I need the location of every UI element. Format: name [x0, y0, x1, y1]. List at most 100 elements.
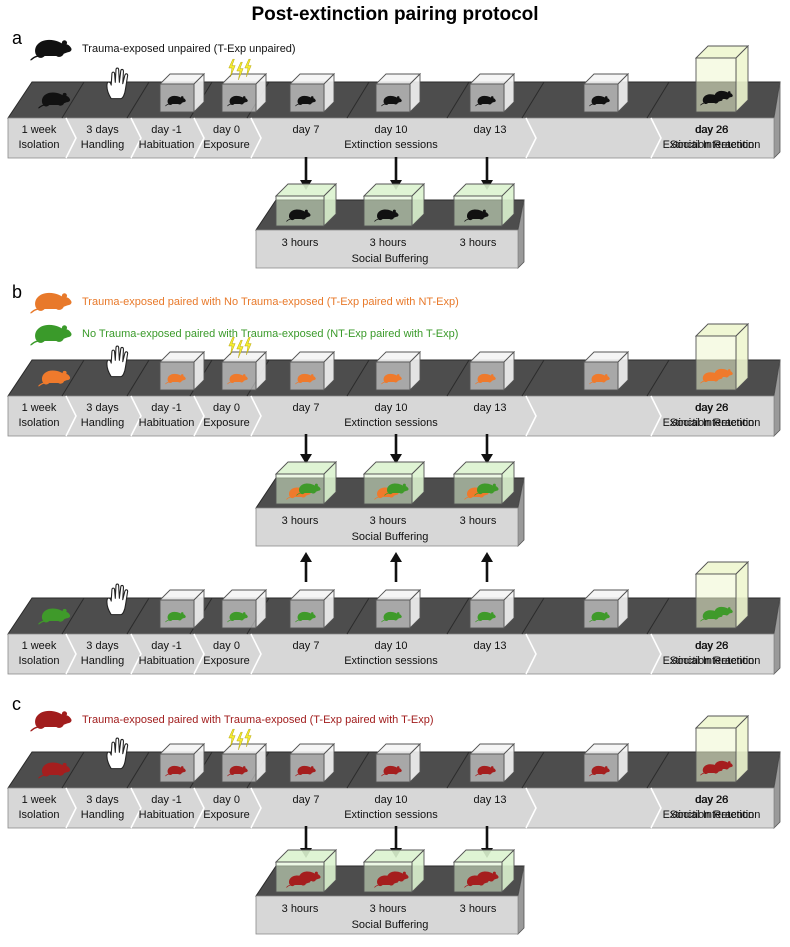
stage-label: day 28	[695, 124, 728, 136]
stage-chevron	[193, 395, 205, 437]
track-divider	[61, 359, 85, 397]
stage-label: Social Interaction	[670, 417, 754, 429]
stage-label: Habituation	[139, 417, 195, 429]
track-divider	[126, 751, 150, 789]
arrow-head	[481, 552, 493, 562]
track-divider	[646, 359, 670, 397]
stage-label: day 28	[695, 640, 728, 652]
habituation-box	[158, 72, 206, 114]
stage-label: Handling	[81, 809, 124, 821]
habituation-box	[158, 588, 206, 630]
stage-label: day 13	[473, 640, 506, 652]
habituation-box	[158, 742, 206, 784]
stage-label: day -1	[151, 640, 182, 652]
stage-label: 1 week	[22, 124, 57, 136]
stage-chevron	[193, 117, 205, 159]
figure-title: Post-extinction pairing protocol	[251, 4, 538, 25]
panel-b-legend: Trauma-exposed paired with No Trauma-exp…	[30, 292, 459, 346]
track-divider	[521, 359, 545, 397]
stage-label: day -1	[151, 124, 182, 136]
stage-chevron	[65, 633, 77, 675]
stage-label: day 0	[213, 794, 240, 806]
exposure-box	[220, 742, 268, 784]
buffer-hours-label: 3 hours	[282, 237, 319, 249]
stage-chevron	[130, 633, 142, 675]
stage-label: Habituation	[139, 809, 195, 821]
stage-label: day 10	[374, 402, 407, 414]
stage-label: day 0	[213, 640, 240, 652]
stage-label: 3 days	[86, 124, 119, 136]
exposure-box	[220, 350, 268, 392]
buffer-name-label: Social Buffering	[352, 253, 429, 265]
panel-c-letter: c	[12, 694, 21, 714]
legend-text: Trauma-exposed unpaired (T-Exp unpaired)	[82, 43, 296, 55]
buffer-hours-label: 3 hours	[460, 515, 497, 527]
track-divider	[346, 597, 370, 635]
stage-label: Extinction sessions	[344, 139, 438, 151]
legend-rat-icon	[30, 710, 72, 732]
panel-c-legend: Trauma-exposed paired with Trauma-expose…	[30, 710, 434, 732]
stage-chevron	[130, 117, 142, 159]
stage-label: day 26	[695, 640, 728, 652]
stage-chevron	[130, 787, 142, 829]
stage-label: Social Interaction	[670, 655, 754, 667]
social-interaction-box	[694, 322, 750, 392]
habituation-box	[158, 350, 206, 392]
handling-hand-icon	[106, 67, 129, 100]
track-divider	[126, 359, 150, 397]
stage-chevron	[250, 787, 262, 829]
stage-label: day 26	[695, 402, 728, 414]
stage-label: 3 days	[86, 794, 119, 806]
stage-label: 1 week	[22, 640, 57, 652]
legend-rat-icon	[30, 324, 72, 346]
buffer-front	[255, 507, 519, 547]
stage-label: day 13	[473, 794, 506, 806]
stage-chevron	[250, 117, 262, 159]
stage-chevron	[650, 395, 662, 437]
legend-rat-icon	[30, 292, 72, 314]
track-divider	[446, 597, 470, 635]
stage-label: day 7	[293, 402, 320, 414]
buffer-hours-label: 3 hours	[460, 903, 497, 915]
panel-a-letter: a	[12, 28, 23, 48]
stage-label: Extinction sessions	[344, 417, 438, 429]
track-divider	[61, 751, 85, 789]
track-divider	[521, 81, 545, 119]
stage-label: day 10	[374, 124, 407, 136]
stage-label: 3 days	[86, 640, 119, 652]
stage-label: Extinction Retention	[663, 139, 761, 151]
stage-label: Handling	[81, 139, 124, 151]
track-divider	[346, 359, 370, 397]
buffer-front	[255, 229, 519, 269]
stage-label: Extinction Retention	[663, 655, 761, 667]
day13-box	[468, 72, 516, 114]
handling-hand-icon	[106, 583, 129, 616]
stage-chevron	[65, 395, 77, 437]
stage-label: Isolation	[19, 809, 60, 821]
day13-box	[468, 350, 516, 392]
stage-label: Extinction Retention	[663, 809, 761, 821]
panel-c: c Trauma-exposed paired with Trauma-expo…	[7, 694, 781, 935]
arrow-head	[300, 552, 312, 562]
cage-side	[735, 714, 749, 784]
stage-chevron	[65, 117, 77, 159]
track-divider	[61, 597, 85, 635]
buffer-name-label: Social Buffering	[352, 919, 429, 931]
track-divider	[346, 751, 370, 789]
track-divider	[646, 597, 670, 635]
legend-text: Trauma-exposed paired with Trauma-expose…	[82, 714, 434, 726]
exposure-box	[220, 72, 268, 114]
panel-a: a Trauma-exposed unpaired (T-Exp unpaire…	[7, 28, 781, 269]
cage-front	[375, 83, 411, 113]
buffer-front	[255, 895, 519, 935]
track-divider	[521, 751, 545, 789]
stage-label: Exposure	[203, 139, 249, 151]
stage-chevron	[525, 395, 537, 437]
handling-hand-icon	[106, 737, 129, 770]
stage-chevron	[193, 787, 205, 829]
stage-label: day 13	[473, 402, 506, 414]
panel-b-arrows-down	[300, 434, 493, 464]
